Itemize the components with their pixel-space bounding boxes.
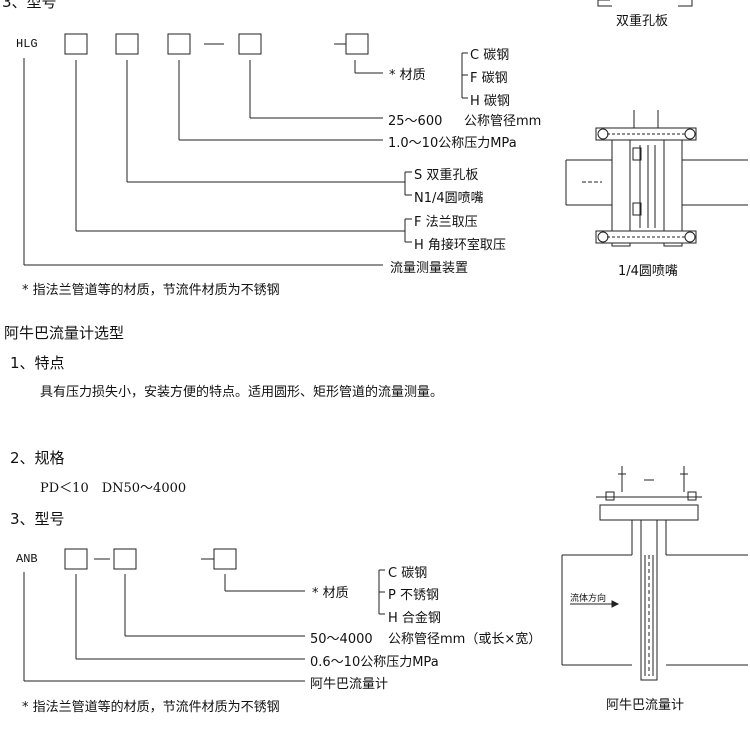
nozzle-caption: 1/4圆喷嘴 xyxy=(618,264,678,279)
hlg-model-heading: 3、型号 xyxy=(2,0,57,11)
hlg-pressure: 1.0～10公称压力MPa xyxy=(388,136,517,151)
anb-features-text: 具有压力损失小，安装方便的特点。适用圆形、矩形管道的流量测量。 xyxy=(40,385,444,400)
double-orifice-caption: 双重孔板 xyxy=(616,14,669,29)
anb-specs-heading: 2、规格 xyxy=(10,449,65,467)
anb-material-c: C 碳钢 xyxy=(388,566,428,581)
hlg-box-3 xyxy=(167,33,191,55)
annubar-caption: 阿牛巴流量计 xyxy=(606,698,685,713)
anb-features-heading: 1、特点 xyxy=(10,354,65,372)
hlg-tap-h: H 角接环室取压 xyxy=(414,238,506,253)
hlg-diameter-label: 公称管径mm xyxy=(464,114,542,129)
hlg-box-4 xyxy=(238,33,262,55)
anb-title: 阿牛巴流量计选型 xyxy=(4,324,125,342)
hlg-tap-f: F 法兰取压 xyxy=(414,215,478,230)
anb-note: * 指法兰管道等的材质，节流件材质为不锈钢 xyxy=(22,700,280,715)
anb-box-3 xyxy=(213,548,237,570)
hlg-material-f: F 碳钢 xyxy=(470,71,508,86)
anb-code: ANB xyxy=(16,552,38,566)
hlg-box-2 xyxy=(115,33,139,55)
anb-material-p: P 不锈钢 xyxy=(388,588,439,603)
anb-material-label: * 材质 xyxy=(312,586,349,601)
hlg-material-h: H 碳钢 xyxy=(470,94,510,109)
hlg-box-1 xyxy=(64,33,88,55)
anb-model-heading: 3、型号 xyxy=(10,510,65,528)
anb-box-1 xyxy=(64,548,88,570)
hlg-box-5 xyxy=(345,33,369,55)
anb-material-h: H 合金钢 xyxy=(388,611,441,626)
annubar-figure xyxy=(561,466,748,681)
nozzle-figure xyxy=(565,110,748,247)
hlg-diameter: 25～600 xyxy=(388,114,443,129)
hlg-device: 流量测量装置 xyxy=(390,261,469,276)
anb-device: 阿牛巴流量计 xyxy=(310,677,389,692)
hlg-material-c: C 碳钢 xyxy=(470,48,510,63)
hlg-type-s: S 双重孔板 xyxy=(414,168,479,183)
hlg-note: * 指法兰管道等的材质，节流件材质为不锈钢 xyxy=(22,283,280,298)
hlg-material-label: * 材质 xyxy=(389,68,426,83)
double-orifice-figure-stub xyxy=(597,0,693,7)
anb-diameter-label: 公称管径mm（或长×宽） xyxy=(388,632,542,647)
anb-diameter: 50～4000 xyxy=(310,632,373,647)
anb-box-2 xyxy=(113,548,137,570)
hlg-code: HLG xyxy=(16,37,38,51)
hlg-type-n: N1/4圆喷嘴 xyxy=(414,191,484,206)
anb-specs-text: PD＜10 DN50～4000 xyxy=(40,481,187,496)
flow-direction-label: 流体方向 xyxy=(570,594,607,604)
anb-pressure: 0.6～10公称压力MPa xyxy=(310,655,439,670)
